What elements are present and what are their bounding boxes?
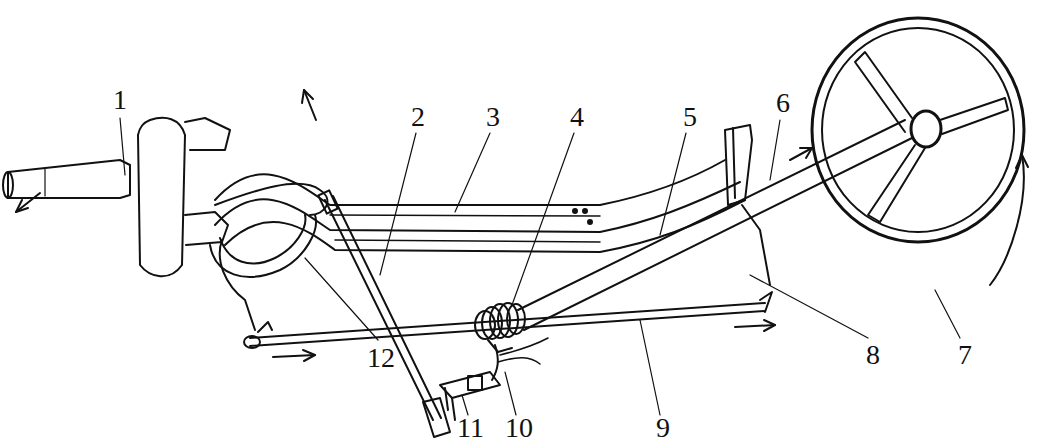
left-knuckle-spindle bbox=[3, 118, 255, 330]
callout-number: 4 bbox=[570, 103, 584, 131]
callout-number: 5 bbox=[683, 103, 697, 131]
callout-number: 10 bbox=[505, 414, 533, 442]
callout-number: 9 bbox=[656, 414, 670, 442]
callout-number: 11 bbox=[457, 414, 484, 442]
callout-number: 7 bbox=[958, 341, 972, 369]
callout-number: 1 bbox=[113, 86, 127, 114]
callout-number: 3 bbox=[486, 103, 500, 131]
bracket bbox=[440, 338, 548, 420]
lever bbox=[318, 190, 450, 437]
callout-number: 8 bbox=[866, 341, 880, 369]
leader-line bbox=[120, 118, 960, 415]
steering-wheel bbox=[812, 18, 1024, 242]
steering-column bbox=[518, 120, 912, 330]
motion-arrow bbox=[16, 90, 1028, 361]
callout-number: 12 bbox=[367, 344, 395, 372]
tie-rod bbox=[244, 292, 772, 348]
callout-number: 6 bbox=[776, 89, 790, 117]
callout-number: 2 bbox=[411, 103, 425, 131]
